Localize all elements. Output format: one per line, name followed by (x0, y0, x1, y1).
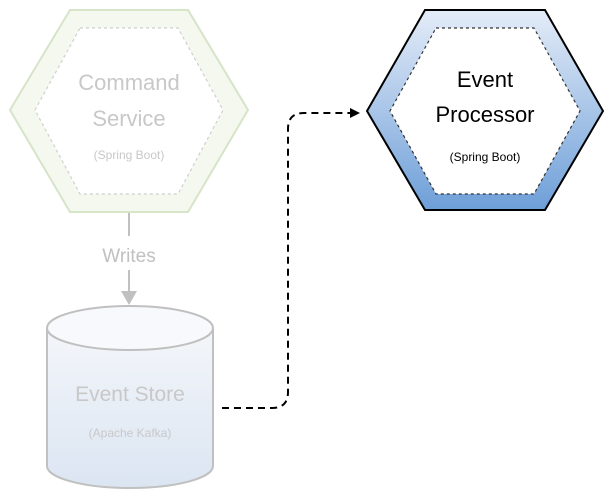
event-store-body (46, 328, 214, 489)
command-service-subtitle: (Spring Boot) (94, 148, 165, 162)
event-store-node: Event Store (Apache Kafka) (46, 305, 214, 489)
event-store-top (46, 305, 214, 351)
event-processor-title-line2: Processor (435, 102, 534, 127)
event-processor-inner-outline (389, 27, 581, 195)
writes-edge: Writes (102, 213, 156, 305)
command-service-title-line2: Service (92, 106, 165, 131)
command-service-title-line1: Command (78, 70, 179, 95)
feed-edge (222, 108, 360, 409)
event-store-subtitle: (Apache Kafka) (89, 426, 172, 440)
event-store-title: Event Store (75, 383, 185, 406)
writes-arrowhead (121, 291, 137, 305)
writes-label: Writes (102, 246, 155, 267)
command-service-node: Command Service (Spring Boot) (8, 9, 250, 213)
command-service-inner-outline (34, 27, 224, 195)
event-processor-subtitle: (Spring Boot) (450, 150, 521, 164)
event-processor-title-line1: Event (457, 67, 513, 92)
event-processor-node: Event Processor (Spring Boot) (365, 9, 605, 211)
